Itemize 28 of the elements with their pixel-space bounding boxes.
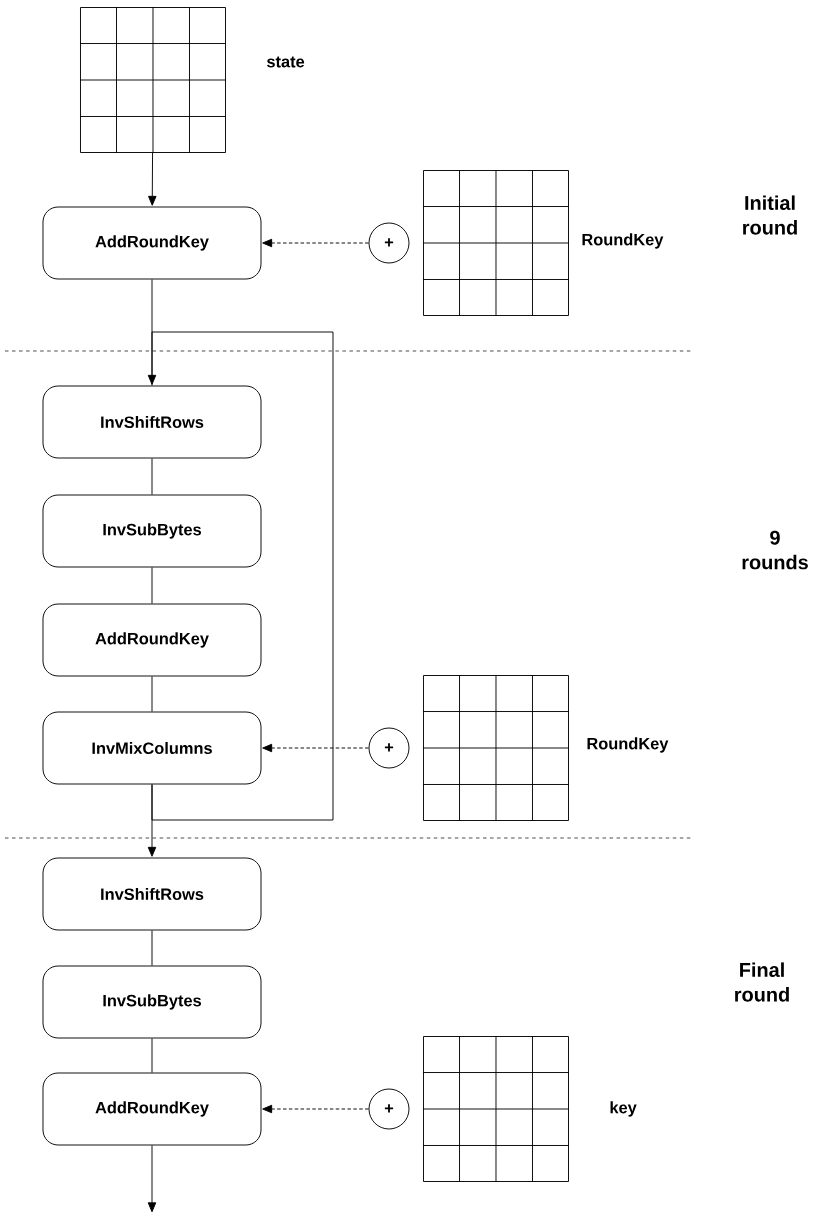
process-box: InvShiftRows: [42, 385, 262, 459]
arrow: [147, 784, 157, 857]
arrow: [262, 238, 369, 248]
process-box: InvSubBytes: [42, 494, 262, 568]
arrow: [262, 1104, 369, 1114]
section-label: Final round: [735, 962, 789, 1002]
connector-line: [151, 567, 153, 604]
connector-line: [151, 676, 153, 712]
process-box: AddRoundKey: [42, 1072, 262, 1146]
process-box: InvShiftRows: [42, 857, 262, 931]
loop-line: [151, 331, 334, 821]
grid-label: key: [610, 1101, 637, 1117]
arrow: [148, 152, 157, 206]
section-label: 9 rounds: [742, 530, 808, 570]
connector-line: [151, 930, 153, 966]
process-box: InvSubBytes: [42, 965, 262, 1039]
arrow: [147, 279, 157, 385]
arrow: [147, 1145, 157, 1213]
process-box: AddRoundKey: [42, 206, 262, 280]
section-label: Initial round: [743, 195, 797, 235]
connector-line: [151, 458, 153, 495]
arrow: [262, 743, 369, 753]
grid-label: RoundKey: [587, 737, 669, 753]
grid-label: RoundKey: [582, 233, 664, 249]
process-box: InvMixColumns: [42, 711, 262, 785]
process-box: AddRoundKey: [42, 603, 262, 677]
connector-line: [151, 1038, 153, 1073]
grid-label: state: [267, 56, 305, 68]
